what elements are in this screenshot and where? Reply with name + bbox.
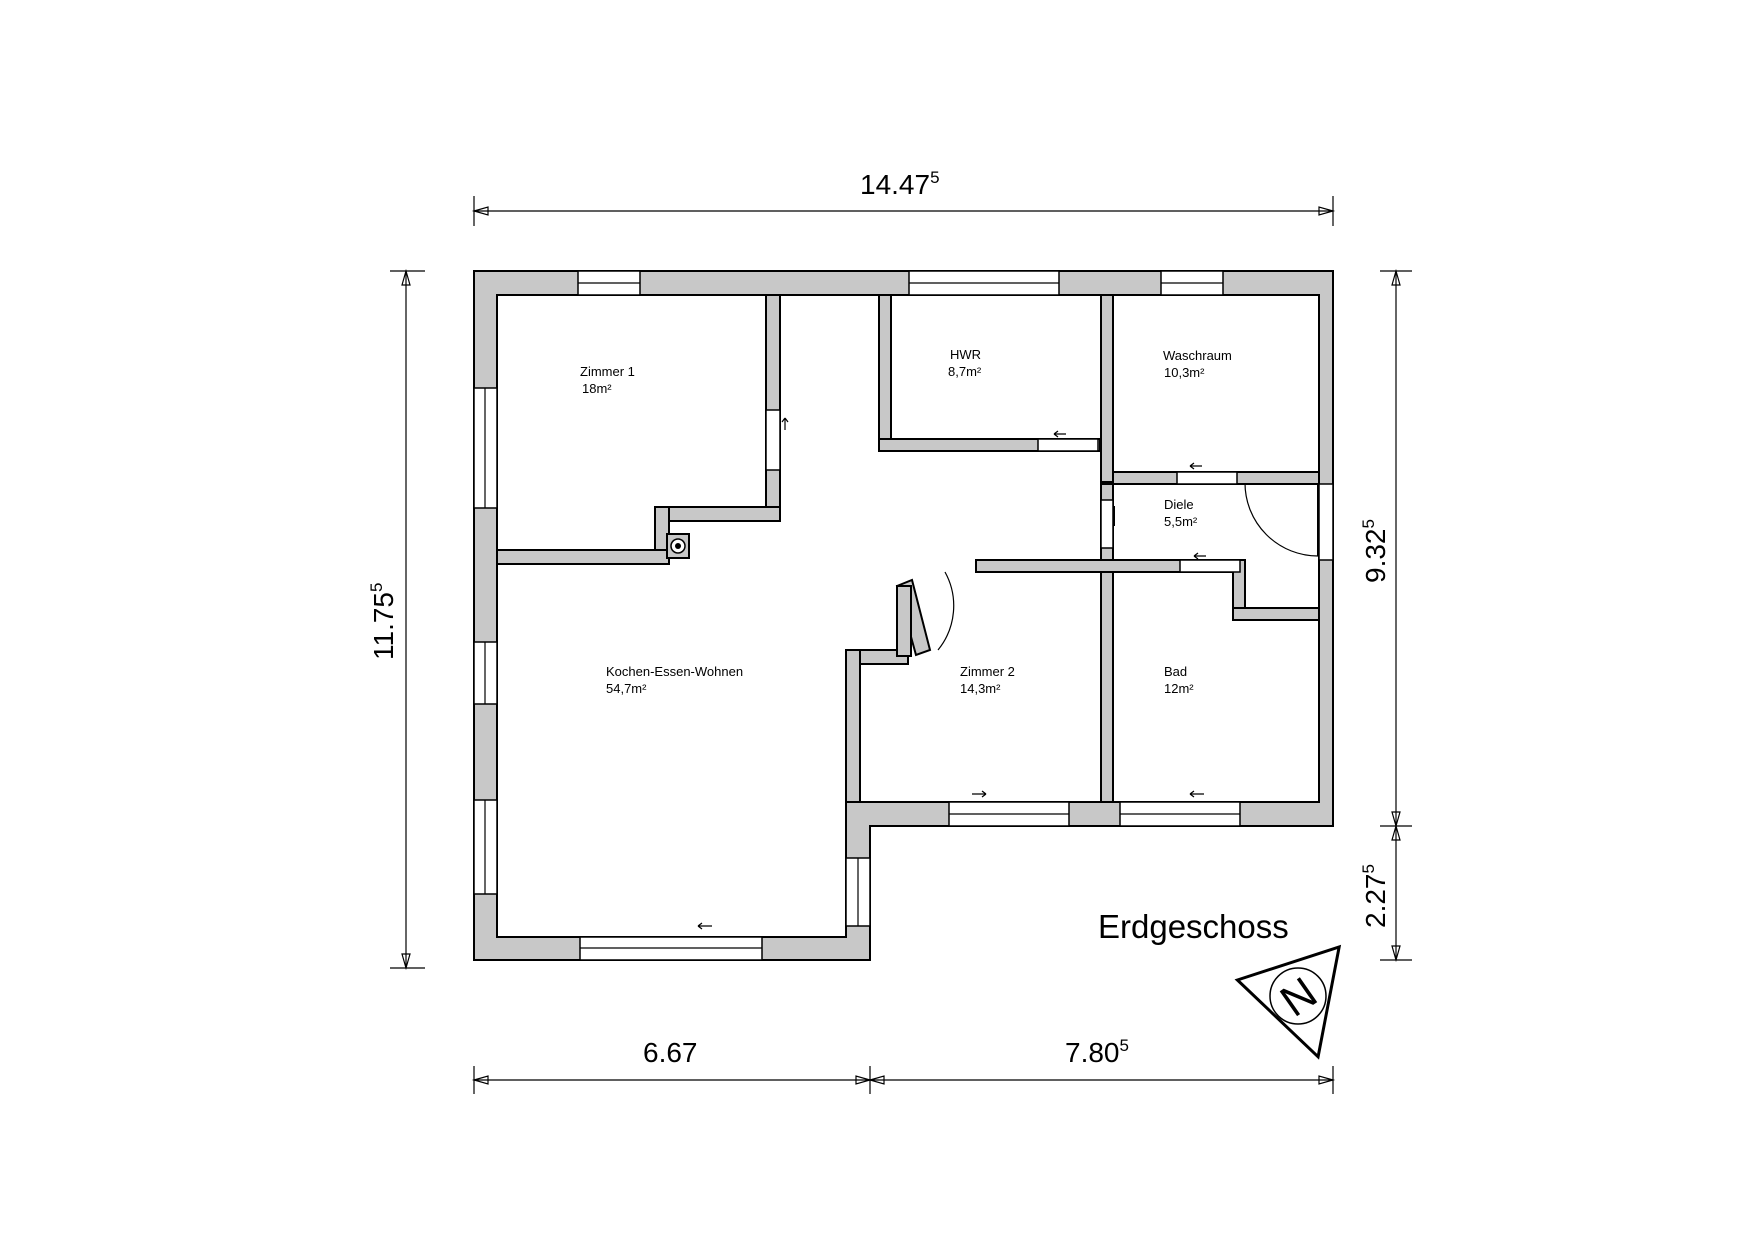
room-area-zimmer-1: 18m² <box>582 381 612 396</box>
dim-bottom-right: 7.805 <box>1065 1036 1129 1068</box>
room-name-diele: Diele <box>1164 497 1194 512</box>
compass: N <box>1234 944 1342 1060</box>
dimension-labels: 14.475 11.755 9.325 2.275 6.67 7.805 <box>367 168 1391 1068</box>
room-name-kochen-essen-wohnen: Kochen-Essen-Wohnen <box>606 664 743 679</box>
room-name-zimmer-2: Zimmer 2 <box>960 664 1015 679</box>
room-name-waschraum: Waschraum <box>1163 348 1232 363</box>
room-area-kochen-essen-wohnen: 54,7m² <box>606 681 647 696</box>
room-area-waschraum: 10,3m² <box>1164 365 1205 380</box>
room-name-bad: Bad <box>1164 664 1187 679</box>
dim-bottom-left: 6.67 <box>643 1037 698 1068</box>
room-name-hwr: HWR <box>950 347 981 362</box>
dimension-lines <box>390 196 1412 1094</box>
compass-circle-icon <box>1269 967 1327 1025</box>
interior-walls <box>496 294 1320 803</box>
doors <box>697 409 1319 930</box>
room-labels: Zimmer 1 18m² HWR 8,7m² Waschraum 10,3m²… <box>580 347 1232 696</box>
dim-left-total: 11.755 <box>367 583 399 660</box>
room-area-bad: 12m² <box>1164 681 1194 696</box>
floor-title: Erdgeschoss <box>1098 908 1289 945</box>
dim-right-upper: 9.325 <box>1359 519 1391 583</box>
room-area-zimmer-2: 14,3m² <box>960 681 1001 696</box>
windows <box>473 270 1334 961</box>
room-area-hwr: 8,7m² <box>948 364 982 379</box>
room-area-diele: 5,5m² <box>1164 514 1198 529</box>
dim-right-lower: 2.275 <box>1359 864 1391 928</box>
dim-top-total: 14.475 <box>860 168 940 200</box>
room-name-zimmer-1: Zimmer 1 <box>580 364 635 379</box>
